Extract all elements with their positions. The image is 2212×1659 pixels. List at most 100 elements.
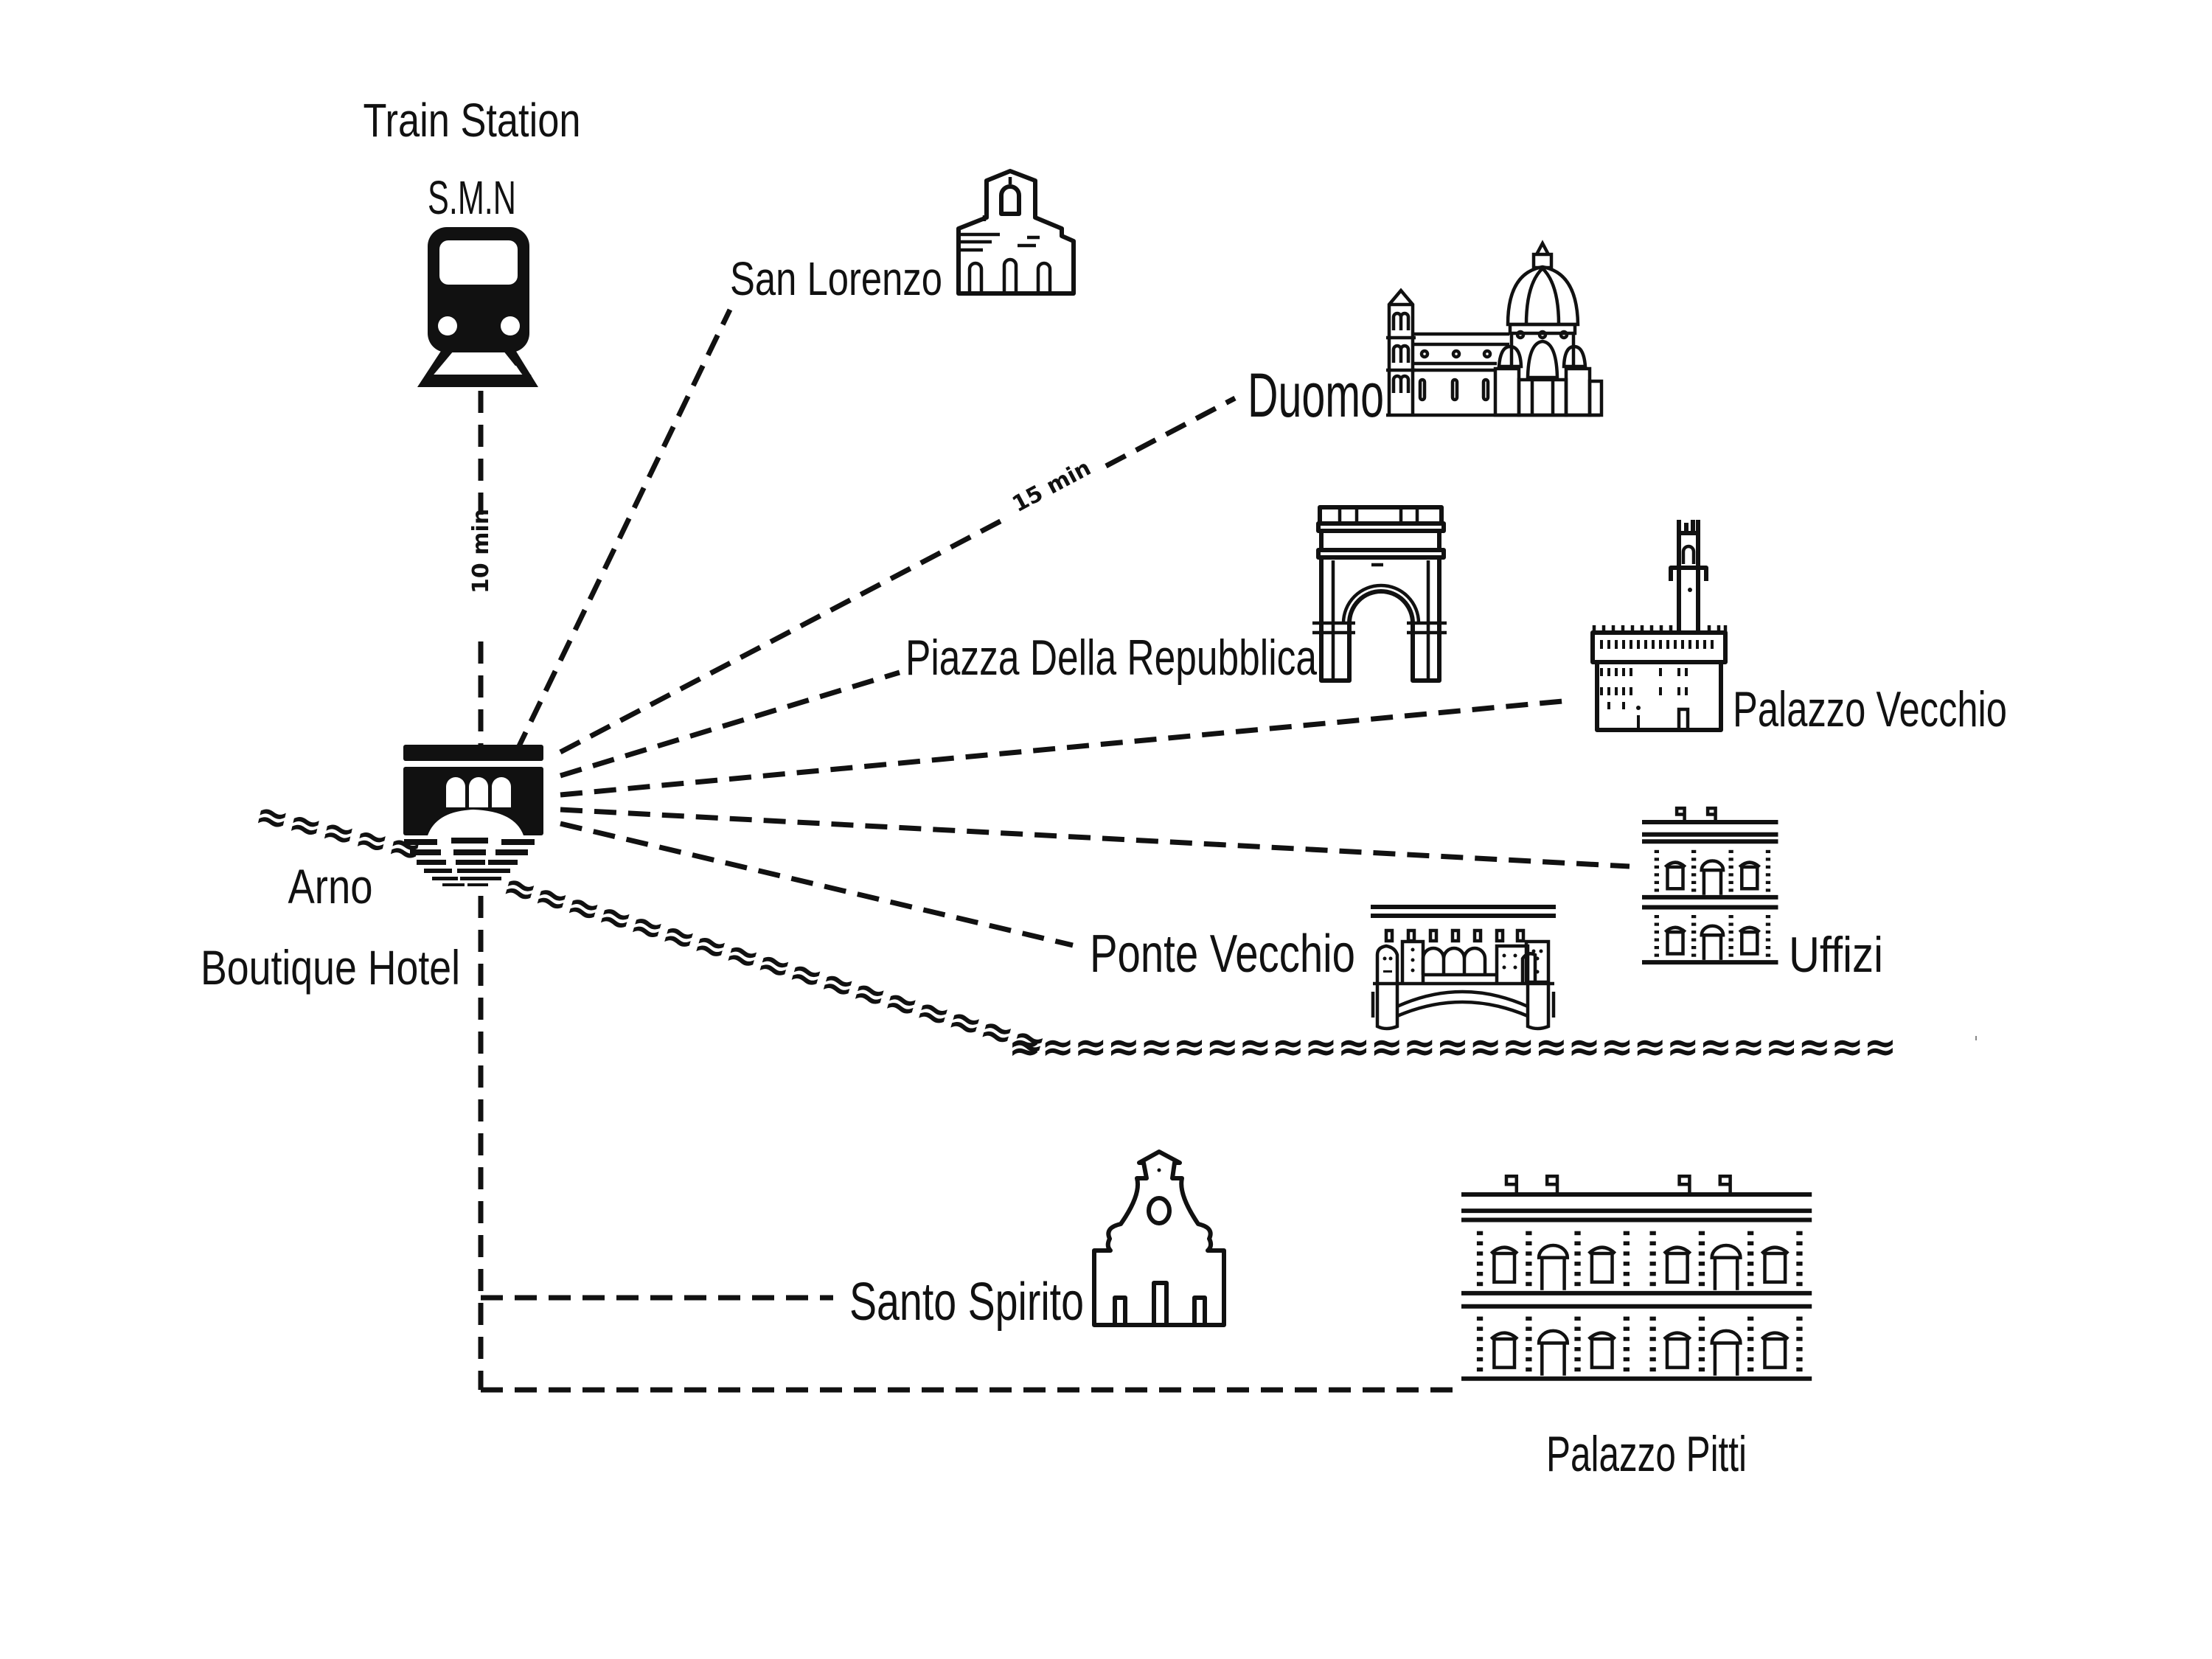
hotel-name-line2: Boutique Hotel <box>201 940 460 995</box>
river-wave: ≈ <box>1370 1023 1403 1070</box>
river-wave: ≈ <box>1206 1023 1239 1070</box>
facade-detail <box>1504 1174 1519 1194</box>
church-facade-icon <box>956 169 1076 296</box>
facade-detail <box>1747 1367 1754 1372</box>
facade-detail <box>1574 1316 1581 1321</box>
facade-detail <box>1760 1245 1790 1284</box>
santo-spirito-label: Santo Spirito <box>849 1273 1084 1332</box>
facade-detail <box>1718 1174 1732 1194</box>
palazzo-vecchio-label: Palazzo Vecchio <box>1733 681 2007 737</box>
facade-detail <box>1476 1316 1484 1321</box>
river-wave: ≈ <box>1798 1023 1831 1070</box>
facade-detail <box>1654 880 1659 884</box>
river-wave: ≈ <box>1699 1023 1732 1070</box>
facade-detail <box>1574 1347 1581 1352</box>
landmark-palazzo-pitti[interactable]: Palazzo Pitti <box>1461 1174 1812 1482</box>
landmark-palazzo-vecchio[interactable]: Palazzo Vecchio <box>1590 520 2007 737</box>
facade-detail <box>1796 1271 1803 1276</box>
facade-detail <box>1476 1251 1484 1256</box>
river-wave: ≈ <box>1239 1023 1272 1070</box>
facade-detail <box>1765 865 1771 869</box>
ponte-bridge-hotel-icon <box>403 745 543 886</box>
river-wave: ≈ <box>1666 1023 1700 1070</box>
route-uffizi <box>560 807 1630 869</box>
landmark-uffizi[interactable]: Uffizi <box>1642 806 1883 983</box>
facade-detail <box>1747 1337 1754 1341</box>
facade-detail <box>1654 953 1659 957</box>
basilica-icon <box>1092 1150 1226 1327</box>
facade-detail <box>1654 922 1659 926</box>
river-wave: ≈ <box>1863 1023 1896 1070</box>
facade-detail <box>1663 860 1687 891</box>
facade-detail <box>1796 1316 1803 1321</box>
facade-detail <box>1698 1262 1705 1266</box>
facade-detail <box>1691 873 1697 877</box>
route-duomo-a <box>559 513 1012 755</box>
landmark-san-lorenzo[interactable]: San Lorenzo <box>730 169 1076 305</box>
facade-detail <box>1526 1251 1532 1256</box>
facade-detail <box>1691 865 1697 869</box>
facade-detail <box>1649 1281 1656 1287</box>
facade-detail <box>1663 925 1687 956</box>
river-wave: ≈ <box>1600 1023 1633 1070</box>
facade-detail <box>1526 1316 1532 1321</box>
landmark-piazza-della-repubblica[interactable]: Piazza Della Repubblica <box>905 505 1447 686</box>
river-wave: ≈ <box>1074 1023 1107 1070</box>
train-station[interactable]: Train Station S.M.N <box>364 94 581 387</box>
hotel[interactable]: Arno Boutique Hotel <box>201 745 543 995</box>
facade-detail <box>1574 1271 1581 1276</box>
facade-detail <box>1526 1347 1532 1352</box>
facade-detail <box>1796 1347 1803 1352</box>
facade-detail <box>1728 915 1733 919</box>
facade-detail <box>1574 1281 1581 1287</box>
facade-detail <box>1765 858 1771 861</box>
facade-detail <box>1765 953 1771 957</box>
facade-detail <box>1649 1337 1656 1341</box>
facade-detail <box>1691 880 1697 884</box>
facade-detail <box>1476 1241 1484 1245</box>
facade-detail <box>1476 1281 1484 1287</box>
facade-detail <box>1574 1231 1581 1236</box>
facade-detail <box>1765 880 1771 884</box>
facade-detail <box>1526 1337 1532 1341</box>
facade-detail <box>1747 1262 1754 1266</box>
river-wave: ≈ <box>1831 1023 1864 1070</box>
facade-detail <box>1649 1271 1656 1276</box>
facade-detail <box>1574 1241 1581 1245</box>
landmark-ponte-vecchio[interactable]: Ponte Vecchio <box>1090 905 1556 1031</box>
facade-detail <box>1705 806 1717 822</box>
facade-detail <box>1691 931 1697 934</box>
facade-detail <box>1760 1331 1790 1369</box>
facade-detail <box>1574 1326 1581 1331</box>
train-station-sublabel: S.M.N <box>428 171 516 224</box>
facade-detail <box>1649 1241 1656 1245</box>
facade-detail <box>1765 922 1771 926</box>
facade-detail <box>1574 1251 1581 1256</box>
hotel-reflection <box>404 838 535 886</box>
facade-detail <box>1623 1251 1630 1256</box>
facade-detail <box>1698 1326 1705 1331</box>
hotel-name-line1: Arno <box>288 859 373 914</box>
facade-detail <box>1526 1367 1532 1372</box>
river-wave: ≈ <box>1271 1023 1304 1070</box>
facade-detail <box>1649 1357 1656 1362</box>
san-lorenzo-label: San Lorenzo <box>730 252 942 305</box>
train-station-label: Train Station <box>364 94 581 147</box>
facade-detail <box>1537 1243 1570 1290</box>
facade-detail <box>1710 1329 1742 1376</box>
facade-detail <box>1796 1337 1803 1341</box>
ponte-vecchio-label: Ponte Vecchio <box>1090 925 1355 984</box>
facade-detail <box>1649 1262 1656 1266</box>
facade-detail <box>1623 1271 1630 1276</box>
facade-detail <box>1691 888 1697 892</box>
facade-detail <box>1728 880 1733 884</box>
facade-detail <box>1623 1337 1630 1341</box>
facade-detail <box>1526 1241 1532 1245</box>
river-wave: ≈ <box>1338 1023 1371 1070</box>
landmark-duomo[interactable]: Duomo <box>1248 240 1604 430</box>
facade-detail <box>1747 1251 1754 1256</box>
landmark-santo-spirito[interactable]: Santo Spirito <box>849 1150 1226 1332</box>
facade-detail <box>1765 946 1771 950</box>
facade-detail <box>1574 1337 1581 1341</box>
river-wave: ≈ <box>1403 1023 1436 1070</box>
